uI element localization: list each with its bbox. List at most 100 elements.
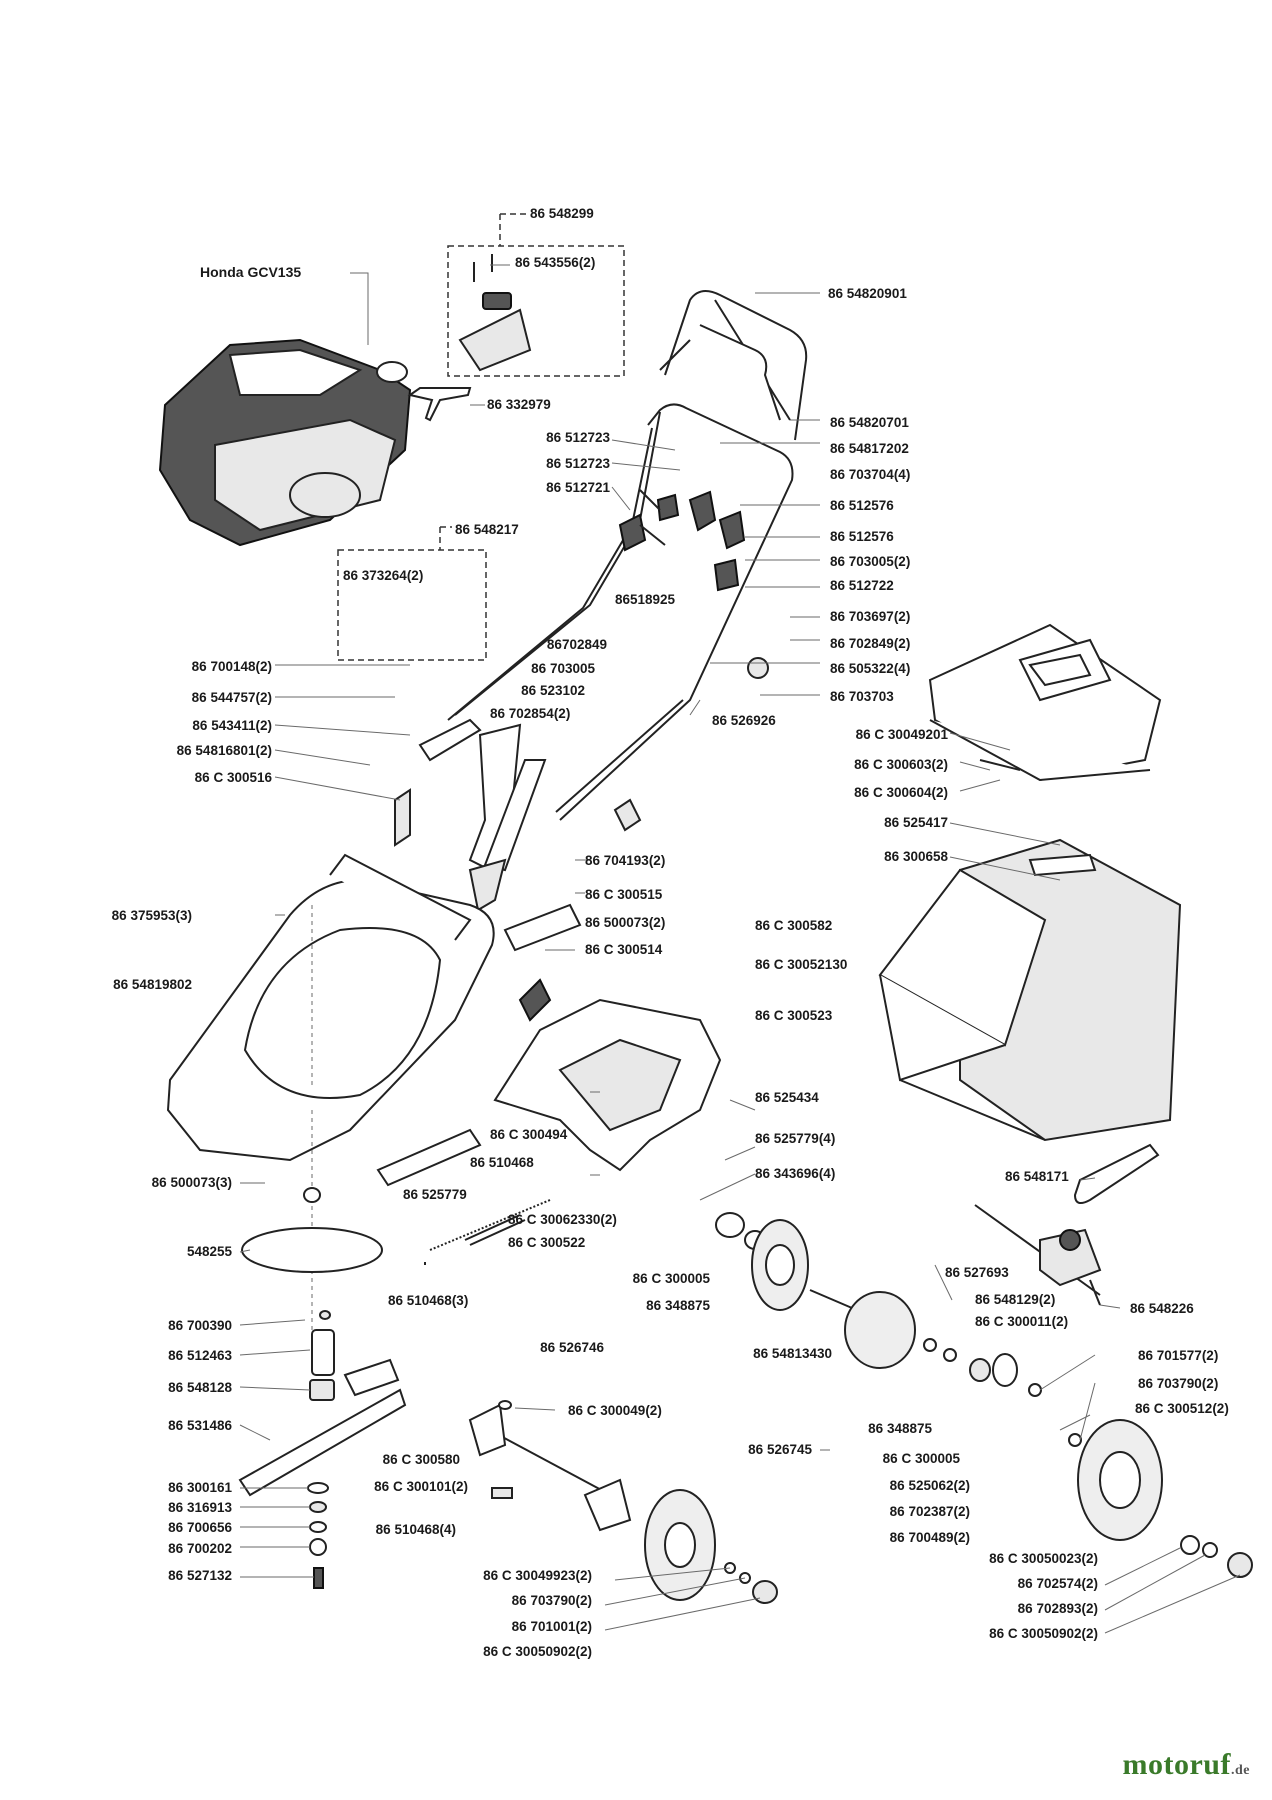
- part-label: 86 C 300603(2): [854, 757, 948, 772]
- part-label: 86 332979: [487, 397, 551, 412]
- cable-kit-box: [337, 549, 487, 661]
- part-label: 86 C 30050902(2): [989, 1626, 1098, 1641]
- part-label: 86 C 300516: [194, 770, 272, 785]
- leader-lines: [239, 264, 1241, 1634]
- part-label: 86 505322(4): [830, 661, 911, 676]
- part-label: 86 526926: [712, 713, 776, 728]
- part-label: 86702849: [546, 637, 607, 652]
- blade-assembly: [238, 1187, 407, 1589]
- part-label: 86 C 30062330(2): [508, 1212, 617, 1227]
- part-label: 86 C 300005: [882, 1451, 960, 1466]
- part-label: 86518925: [615, 592, 676, 607]
- rear-wheel-drive: [715, 1212, 1253, 1578]
- part-label: 86 544757(2): [191, 690, 272, 705]
- part-label: 86 548128: [168, 1380, 232, 1395]
- part-label: 86 512576: [830, 529, 894, 544]
- gear-drive: [974, 1143, 1160, 1306]
- part-label: 86 525417: [884, 815, 948, 830]
- part-label: 86 527693: [945, 1265, 1009, 1280]
- part-label: 86 702574(2): [1017, 1576, 1098, 1591]
- part-label: 86 543411(2): [192, 718, 272, 733]
- part-label: 86 54813430: [753, 1346, 832, 1361]
- throttle-part: [407, 254, 532, 422]
- part-label: 86 531486: [168, 1418, 232, 1433]
- part-label: 86 348875: [868, 1421, 932, 1436]
- part-label: 86 54817202: [830, 441, 909, 456]
- part-label: 86 373264(2): [343, 568, 424, 583]
- part-label: 86 316913: [168, 1500, 232, 1515]
- part-label: 86 701001(2): [511, 1619, 592, 1634]
- grass-catcher: [878, 623, 1182, 1142]
- part-label: 86 703704(4): [830, 467, 911, 482]
- part-label: 86 548217: [455, 522, 519, 537]
- part-label: 86 512463: [168, 1348, 232, 1363]
- part-label: 86 525434: [755, 1090, 819, 1105]
- part-label: 86 510468: [470, 1155, 534, 1170]
- part-label: 548255: [186, 1244, 232, 1259]
- part-label: 86 523102: [521, 683, 585, 698]
- part-label: 86 C 300523: [755, 1008, 833, 1023]
- part-label: 86 C 300005: [632, 1271, 710, 1286]
- part-label: 86 375953(3): [111, 908, 192, 923]
- part-label: 86 C 30050902(2): [483, 1644, 592, 1659]
- rear-chute: [493, 903, 722, 1172]
- part-label: 86 700202: [168, 1541, 232, 1556]
- part-label: 86 700390: [168, 1318, 232, 1333]
- part-label: 86 701577(2): [1138, 1348, 1219, 1363]
- part-label: 86 525779: [403, 1187, 467, 1202]
- part-label: 86 C 300604(2): [854, 785, 948, 800]
- part-label: 86 C 300494: [490, 1127, 568, 1142]
- part-label: 86 548226: [1130, 1301, 1194, 1316]
- handle-assembly: [394, 290, 808, 912]
- engine: [158, 272, 412, 547]
- part-label: 86 C 300522: [508, 1235, 586, 1250]
- part-label: 86 512723: [546, 430, 610, 445]
- part-label: 86 543556(2): [515, 255, 596, 270]
- part-label: 86 700656: [168, 1520, 232, 1535]
- front-axle-wheel: [468, 1400, 778, 1604]
- part-label: 86 703703: [830, 689, 894, 704]
- part-label: 86 54816801(2): [176, 743, 272, 758]
- part-label: 86 C 300514: [585, 942, 663, 957]
- part-label: 86 703005: [531, 661, 595, 676]
- part-label: 86 500073(3): [151, 1175, 232, 1190]
- part-label: 86 500073(2): [585, 915, 666, 930]
- part-label: 86 548171: [1005, 1169, 1069, 1184]
- part-label: 86 703790(2): [511, 1593, 592, 1608]
- part-label: 86 348875: [646, 1298, 710, 1313]
- part-label: 86 525062(2): [889, 1478, 970, 1493]
- part-label: 86 C 300515: [585, 887, 663, 902]
- part-label: 86 C 30049201: [855, 727, 948, 742]
- brand-logo[interactable]: motoruf.de: [1123, 1748, 1250, 1782]
- part-label: 86 704193(2): [585, 853, 666, 868]
- part-label: 86 54820901: [828, 286, 907, 301]
- brand-tld: .de: [1231, 1763, 1250, 1778]
- part-label: 86 510468(3): [388, 1293, 469, 1308]
- part-label: 86 C 30052130: [755, 957, 848, 972]
- part-label: 86 C 30049923(2): [483, 1568, 592, 1583]
- part-label: 86 510468(4): [375, 1522, 456, 1537]
- brand-name: motoruf: [1122, 1748, 1231, 1781]
- part-label: 86 525779(4): [755, 1131, 836, 1146]
- part-label: 86 54819802: [113, 977, 192, 992]
- part-label: 86 C 300582: [755, 918, 833, 933]
- part-label: 86 C 300580: [382, 1452, 460, 1467]
- part-label: 86 703005(2): [830, 554, 911, 569]
- part-label: 86 702854(2): [490, 706, 571, 721]
- part-label: 86 C 300011(2): [975, 1314, 1069, 1329]
- part-label: 86 512576: [830, 498, 894, 513]
- part-label: 86 526746: [540, 1340, 604, 1355]
- part-label: 86 343696(4): [755, 1166, 836, 1181]
- part-label: 86 512723: [546, 456, 610, 471]
- bail-switch-kit-box: [447, 245, 625, 377]
- part-label: 86 703790(2): [1138, 1376, 1219, 1391]
- part-label: 86 702387(2): [889, 1504, 970, 1519]
- part-label: 86 700148(2): [191, 659, 272, 674]
- part-label: 86 54820701: [830, 415, 909, 430]
- part-label: 86 C 30050023(2): [989, 1551, 1098, 1566]
- part-label: 86 527132: [168, 1568, 232, 1583]
- part-label: 86 702849(2): [830, 636, 911, 651]
- part-label: 86 C 300101(2): [374, 1479, 468, 1494]
